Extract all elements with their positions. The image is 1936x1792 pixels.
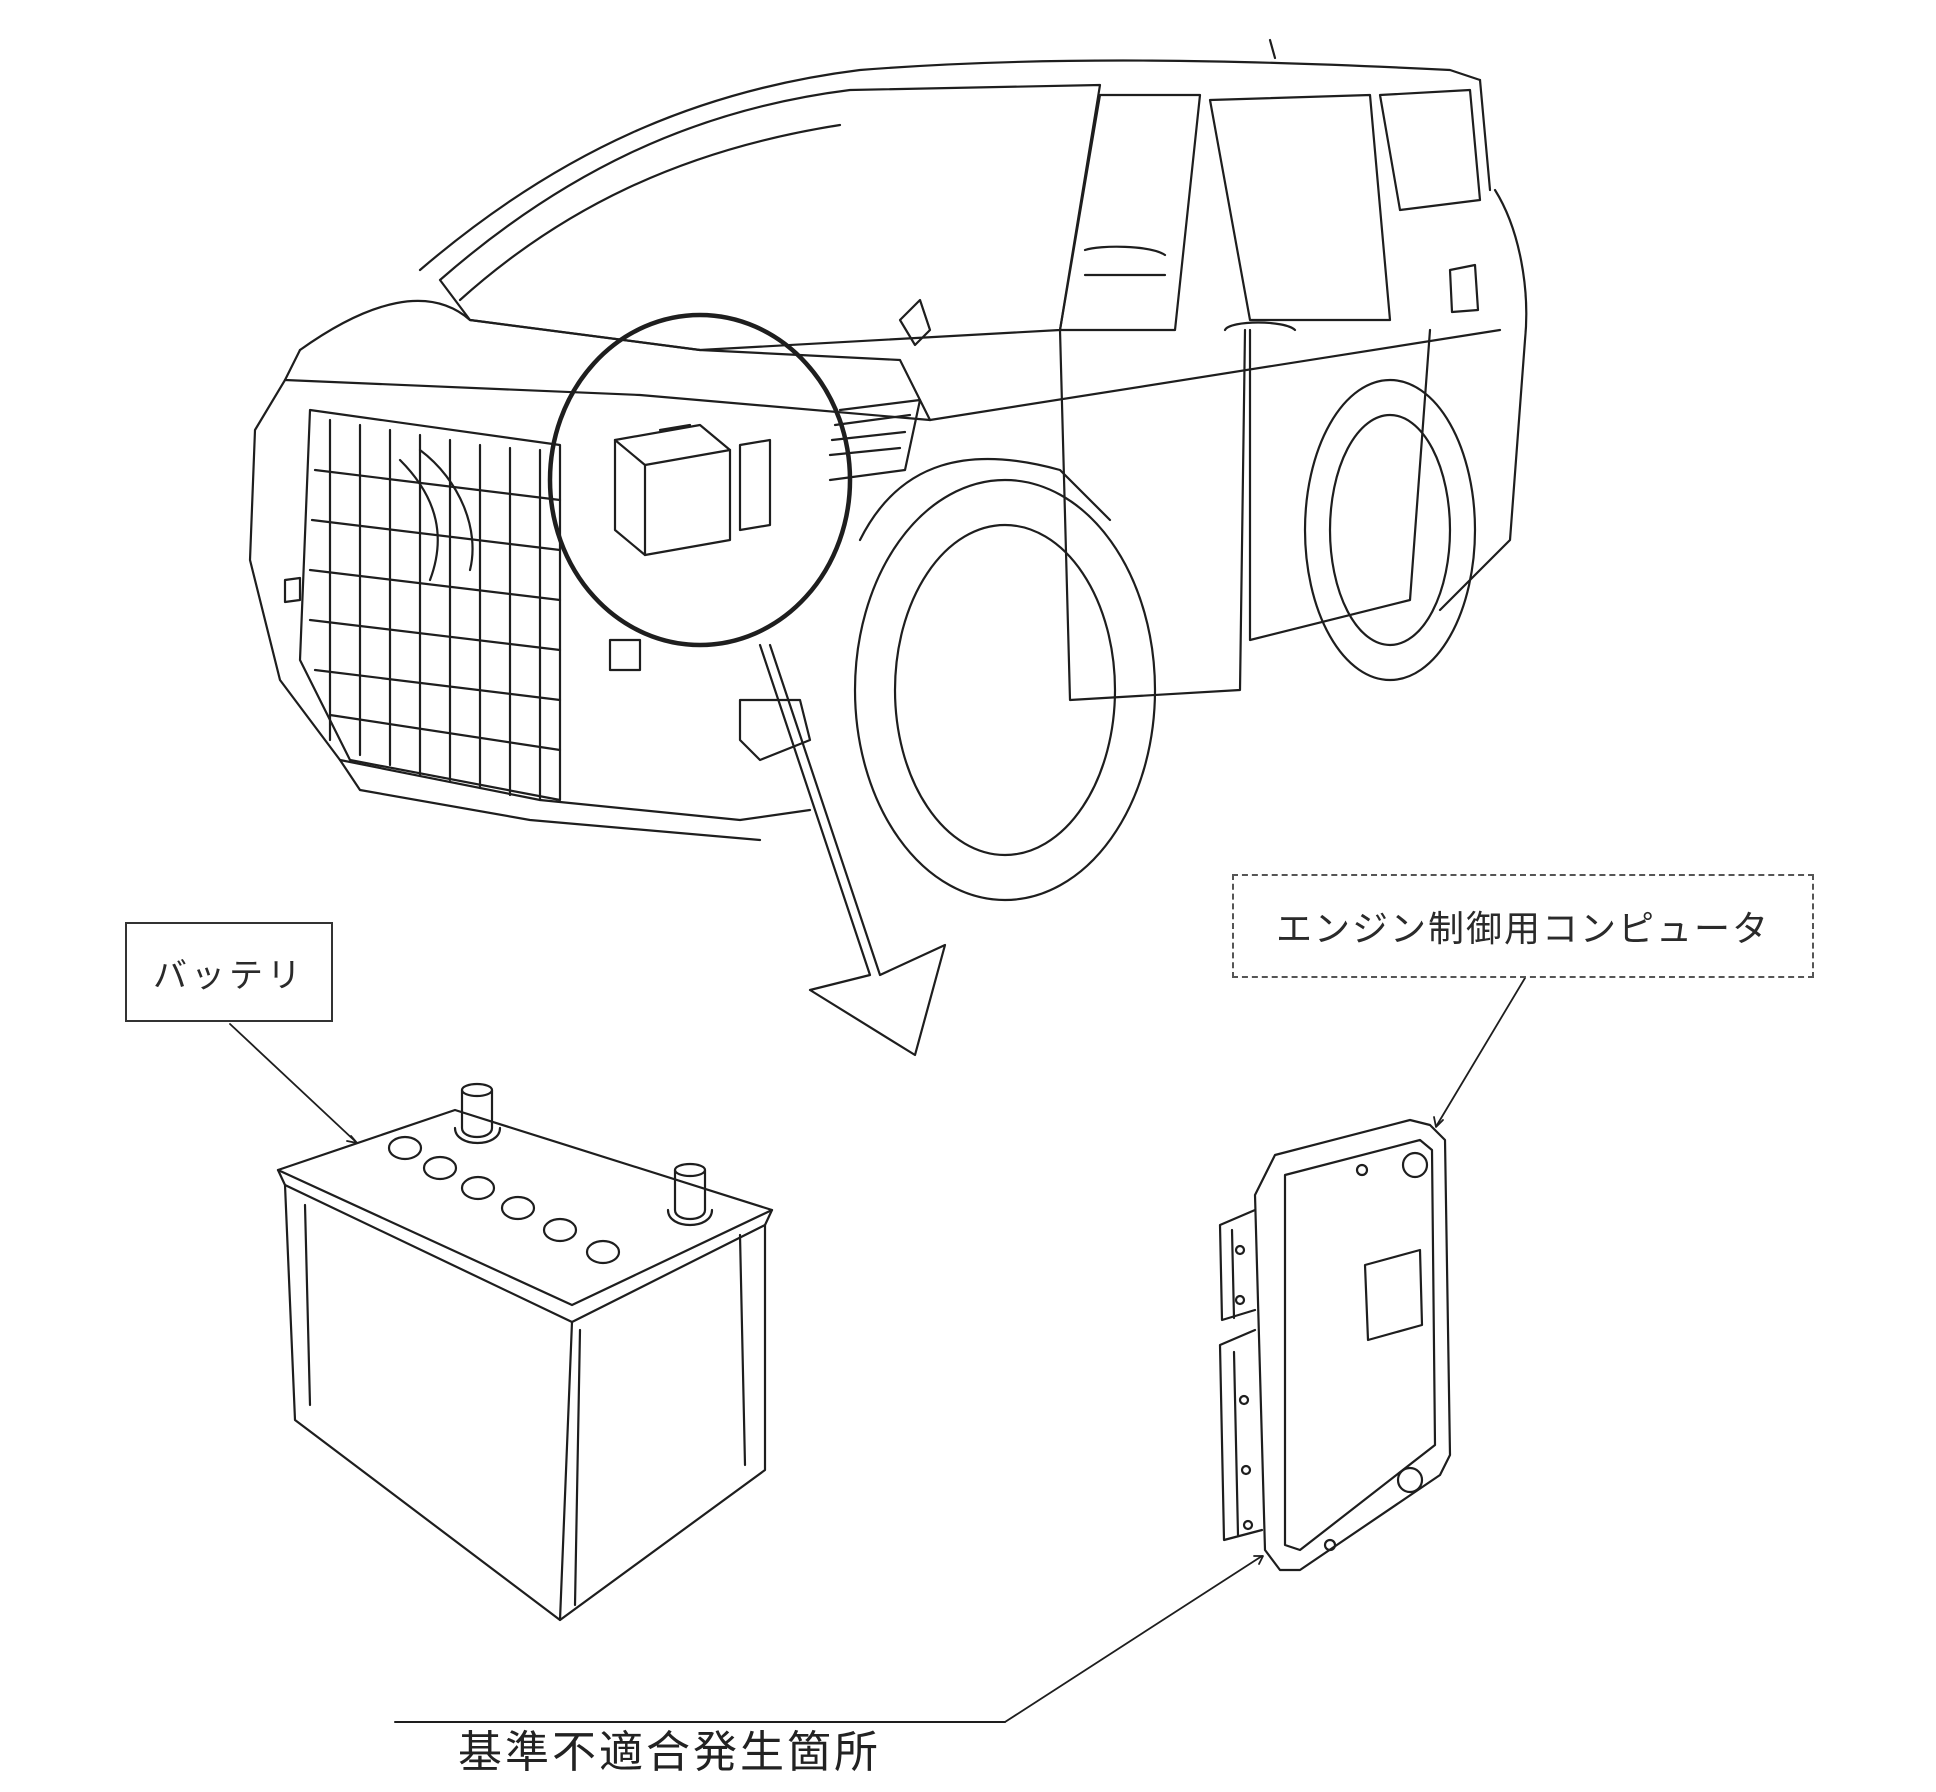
zoom-arrow xyxy=(758,643,947,1057)
battery-label: バッテリ xyxy=(125,922,333,1022)
ecu-illustration xyxy=(1218,1118,1452,1572)
ecu-label: エンジン制御用コンピュータ xyxy=(1232,874,1814,978)
battery-leader-line xyxy=(229,1023,357,1143)
nonconformity-location-caption: 基準不適合発生箇所 xyxy=(458,1727,881,1778)
ecu-leader-line xyxy=(1436,977,1526,1126)
vehicle-illustration xyxy=(248,38,1528,902)
nonconformity-leader-line xyxy=(1004,1555,1263,1723)
battery-illustration xyxy=(276,1082,774,1622)
